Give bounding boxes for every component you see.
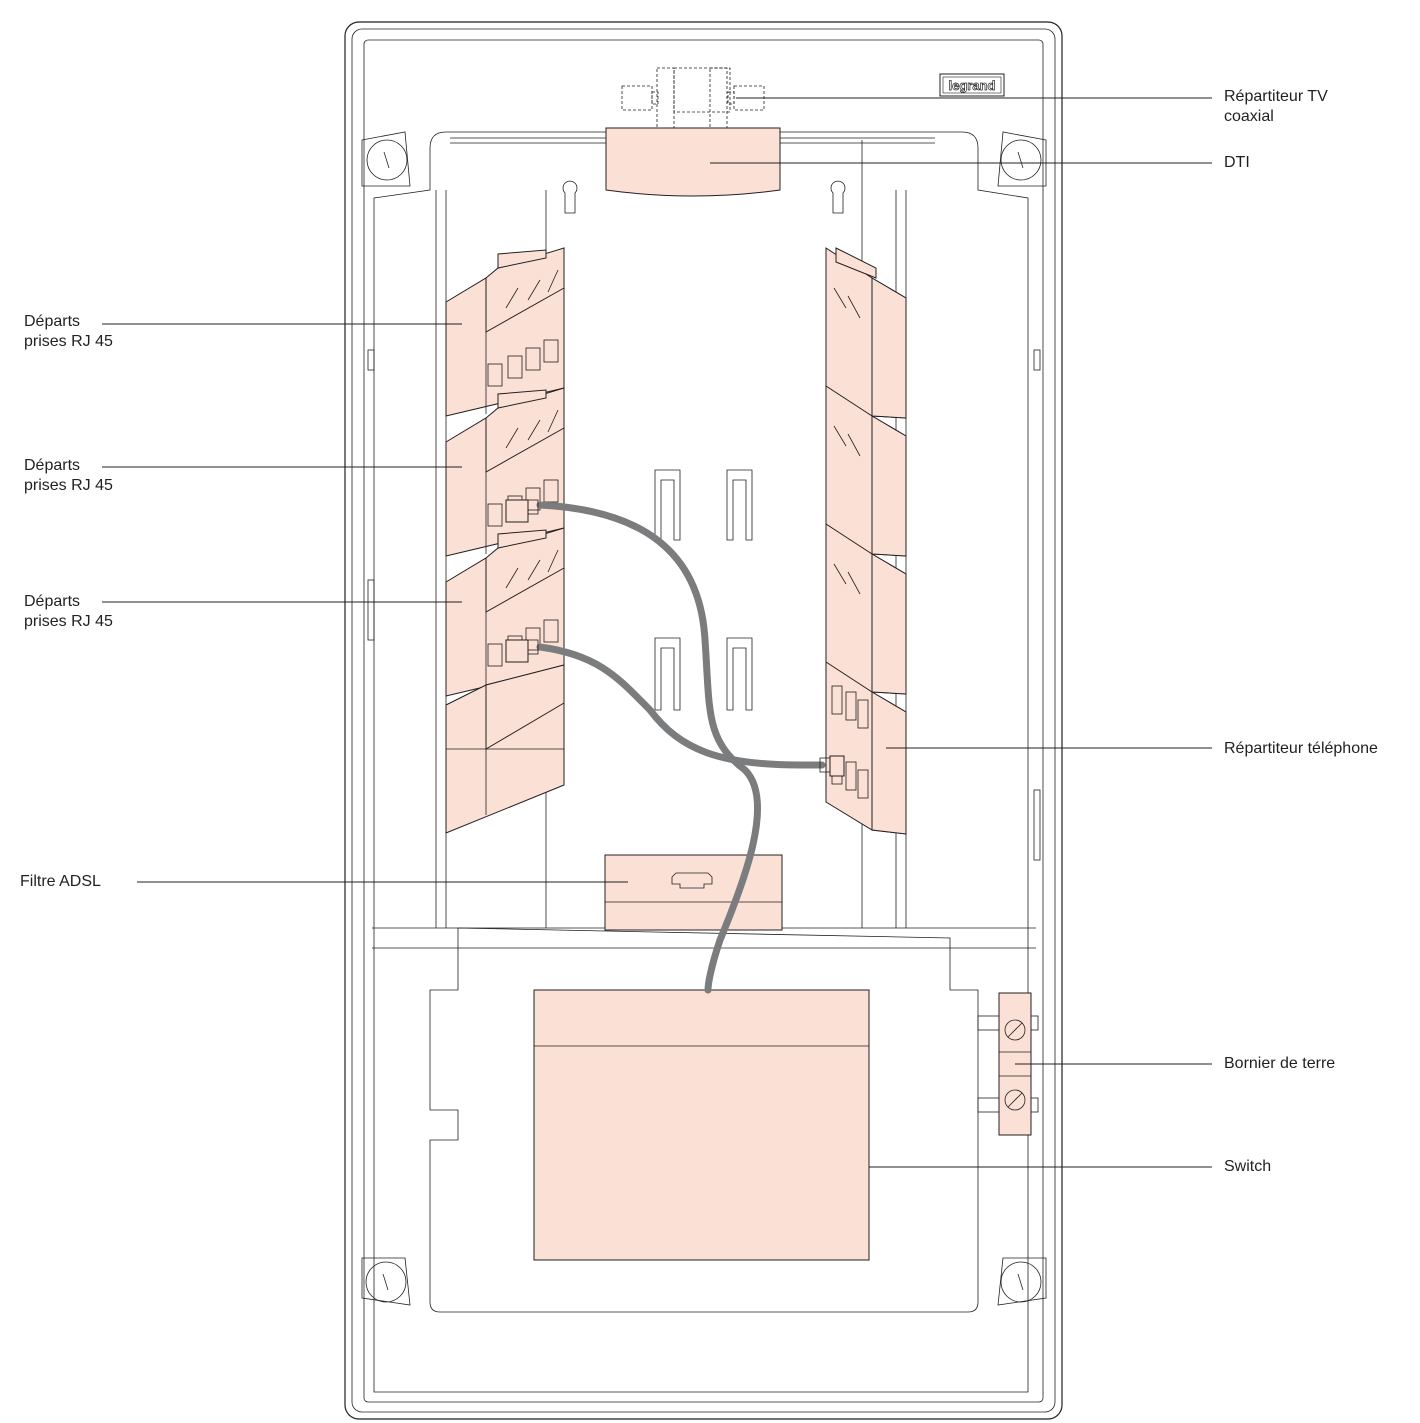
screw-icon xyxy=(361,1257,411,1306)
leader-lines xyxy=(102,97,1212,1168)
blank-module xyxy=(445,664,565,834)
rj45-module xyxy=(825,385,907,557)
patch-cable xyxy=(536,501,762,994)
module-group-right xyxy=(825,247,907,835)
rj45-module xyxy=(825,247,907,419)
rj45-module xyxy=(825,523,907,695)
label-phone-splitter: Répartiteur téléphone xyxy=(1224,740,1378,757)
label-switch: Switch xyxy=(1224,1158,1272,1175)
label-tv-coax-splitter: Répartiteur TV coaxial xyxy=(1224,88,1328,125)
switch-module xyxy=(533,989,870,1261)
rj-port-icon xyxy=(671,872,713,889)
brand-text: legrand xyxy=(949,78,996,93)
corner-screws xyxy=(361,131,1047,1306)
screw-icon xyxy=(997,1257,1047,1306)
rj45-module-group-left xyxy=(445,247,565,834)
adsl-filter xyxy=(604,854,783,931)
label-rj45-outputs-1: Départs prises RJ 45 xyxy=(24,313,113,350)
label-adsl-filter: Filtre ADSL xyxy=(20,873,101,890)
patch-cable xyxy=(536,643,826,769)
label-rj45-outputs-2: Départs prises RJ 45 xyxy=(24,457,113,494)
patch-cables xyxy=(527,499,831,994)
screw-icon xyxy=(361,131,411,187)
screw-icon xyxy=(1004,1089,1026,1111)
legrand-logo: legrand xyxy=(939,73,1005,97)
screw-icon xyxy=(997,131,1047,187)
phone-splitter-module xyxy=(825,661,907,835)
label-ground-terminal: Bornier de terre xyxy=(1224,1055,1336,1072)
dti-module xyxy=(605,127,781,197)
rj45-module xyxy=(445,247,565,417)
label-rj45-outputs-3: Départs prises RJ 45 xyxy=(24,593,113,630)
label-dti: DTI xyxy=(1224,154,1250,171)
screw-icon xyxy=(1004,1019,1026,1041)
